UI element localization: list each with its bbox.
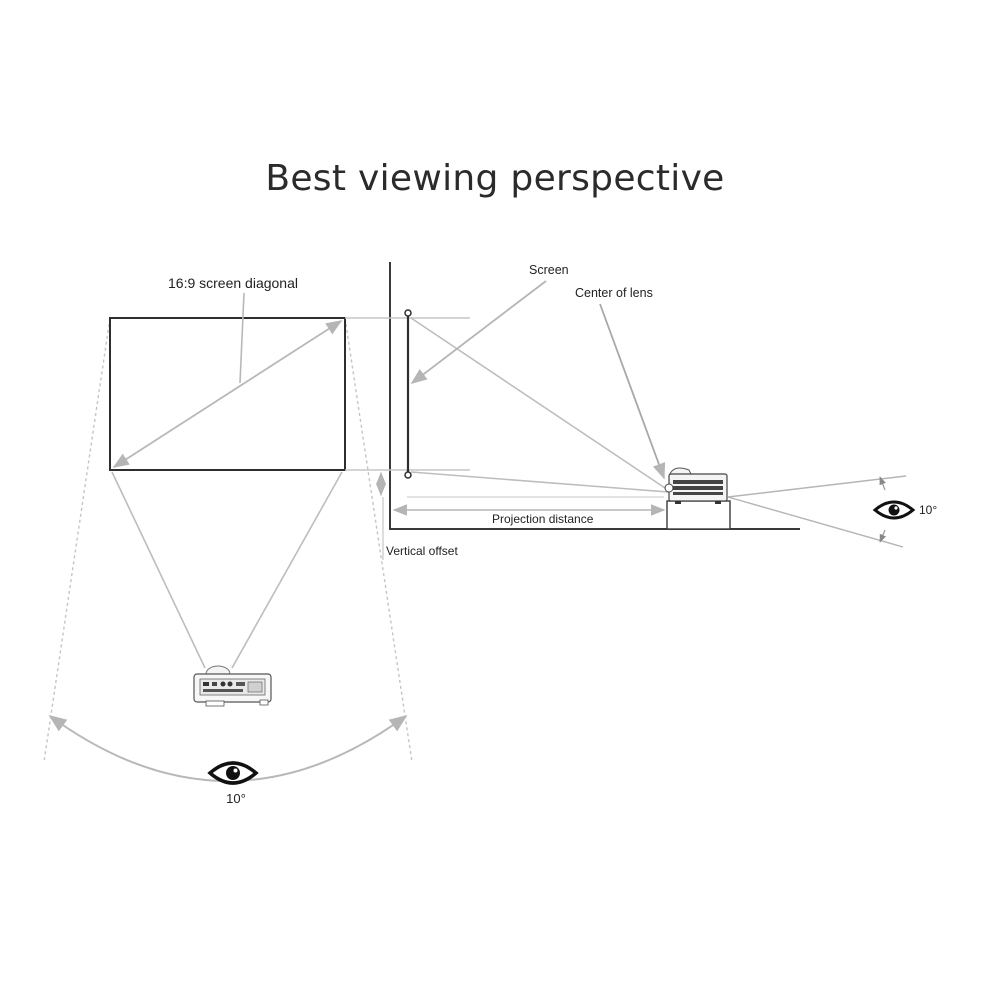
screen-label: Screen (529, 263, 569, 277)
projection-line-right (231, 471, 343, 669)
projection-distance-label: Projection distance (492, 512, 594, 526)
center-of-lens-label: Center of lens (575, 286, 653, 300)
projector-stand (666, 500, 731, 530)
vertical-angle-label: 10° (919, 503, 937, 517)
screen-diagonal-label: 16:9 screen diagonal (168, 275, 298, 291)
screen-diagonal-arrow (112, 320, 343, 468)
viewing-angle-label: 10° (226, 791, 246, 806)
eye-icon (207, 761, 259, 785)
top-view: 16:9 screen diagonal (43, 275, 413, 806)
diagonal-label-leader (239, 292, 245, 384)
view-line-down (727, 496, 904, 548)
projection-line-left (111, 471, 206, 669)
side-view: Screen Center of lens Projection distanc… (345, 262, 937, 560)
viewing-angle-line-left (43, 317, 111, 763)
beam-top (410, 317, 669, 491)
beam-bottom (410, 471, 669, 493)
vertical-offset-label: Vertical offset (386, 544, 458, 558)
viewing-angle-line-right (344, 317, 413, 763)
view-line-up (727, 475, 907, 498)
eye-icon (872, 500, 916, 520)
projector-side-icon (664, 467, 728, 504)
page-title: Best viewing perspective (265, 158, 725, 199)
projector-icon (193, 665, 272, 707)
screen-pointer-arrow (410, 280, 547, 384)
lens-pointer-arrow (599, 303, 666, 480)
